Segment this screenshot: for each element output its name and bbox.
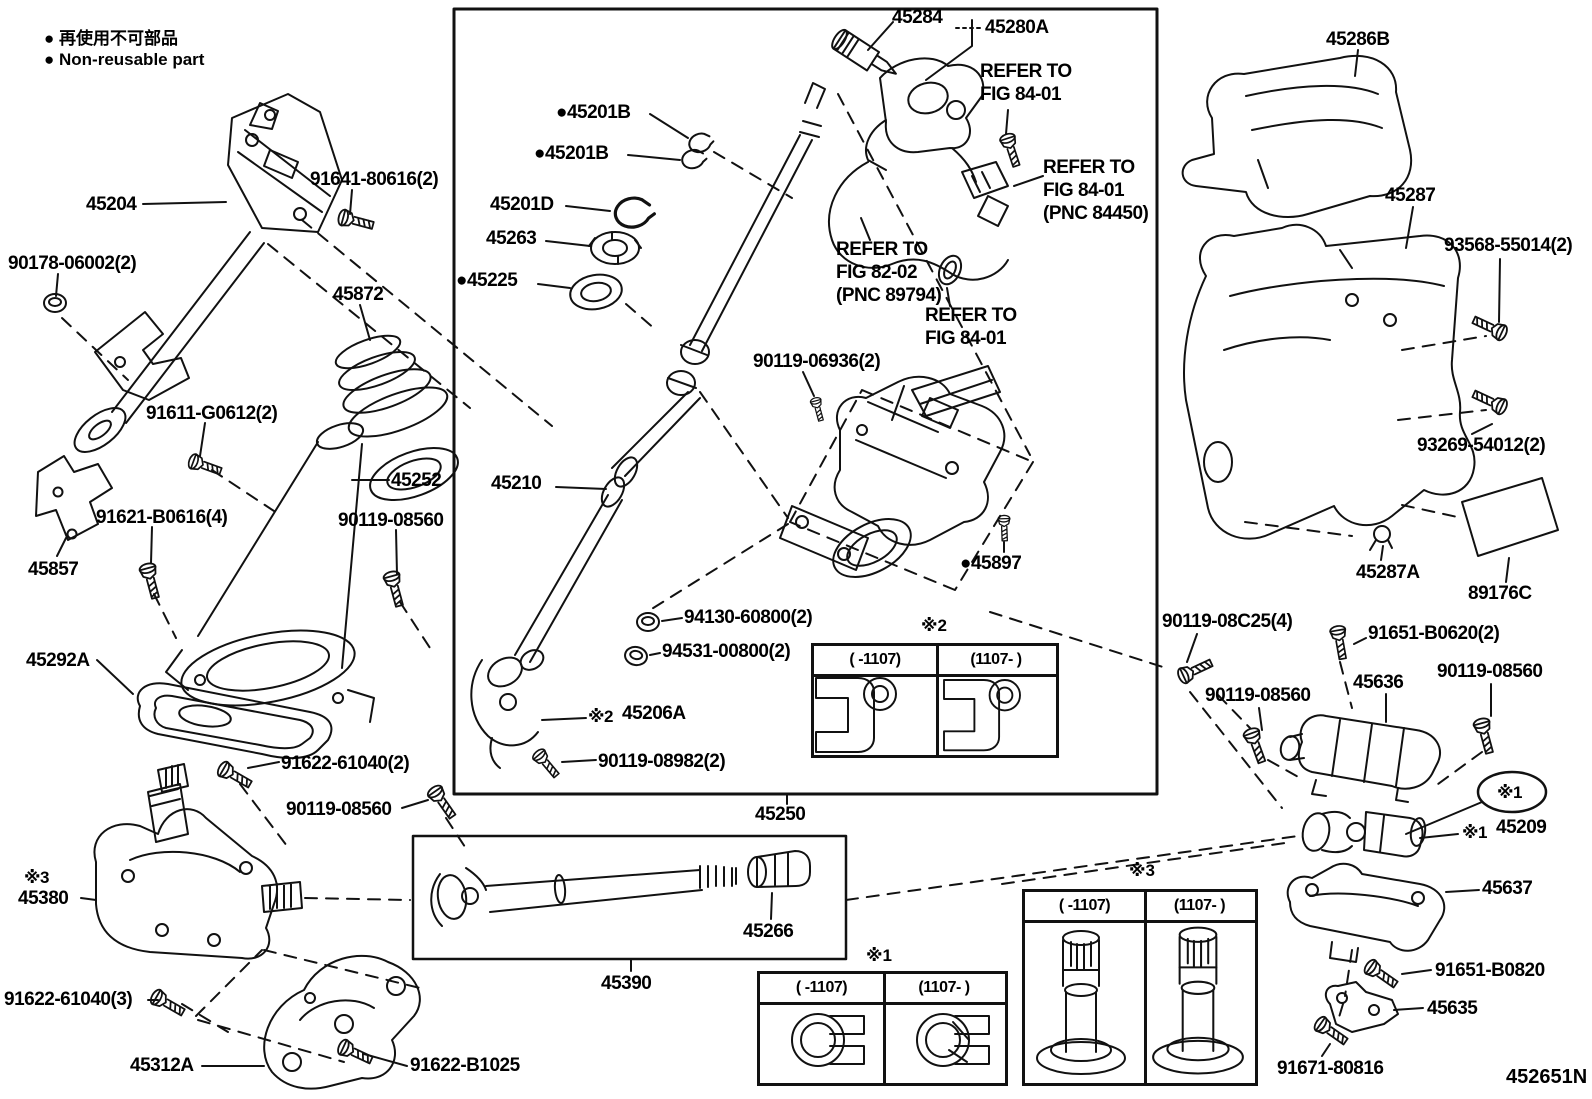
boot-45872-drawing: [334, 334, 459, 501]
bracket-45637-drawing: [1286, 862, 1446, 963]
leader-lines: [55, 19, 1510, 1067]
steering-gear-45380-drawing: [93, 763, 303, 960]
damper-45636-drawing: [1279, 714, 1441, 803]
tilt-lever-45280A-drawing: [828, 28, 1009, 286]
column-cover-45287-drawing: [1183, 223, 1476, 540]
gear-bracket-45312A-drawing: [263, 954, 421, 1090]
bracket-45857-drawing: [35, 455, 113, 541]
column-cover-45286B-drawing: [1181, 54, 1413, 218]
column-hole-cover-45252-drawing: [165, 422, 375, 723]
lower-yoke-45206A-drawing: [470, 649, 545, 769]
bracket-45635-drawing: [1324, 981, 1399, 1033]
intermediate-shaft-45390-drawing: [430, 850, 811, 927]
clip-45287A-drawing: [1369, 525, 1393, 551]
fasteners-drawing: [43, 131, 1511, 1069]
gasket-45292A-drawing: [136, 682, 333, 760]
column-bracket-45204-drawing: [73, 93, 343, 453]
pad-89176C-drawing: [1461, 477, 1559, 557]
dashed-lines: [61, 93, 1487, 1063]
universal-joint-45209-drawing: [1301, 770, 1548, 858]
snap-rings-and-bearing-drawing: [569, 128, 717, 311]
main-figure-box: [411, 7, 1159, 961]
variant-table-art: [791, 677, 1244, 1075]
main-shaft-45210-drawing: [514, 82, 826, 663]
